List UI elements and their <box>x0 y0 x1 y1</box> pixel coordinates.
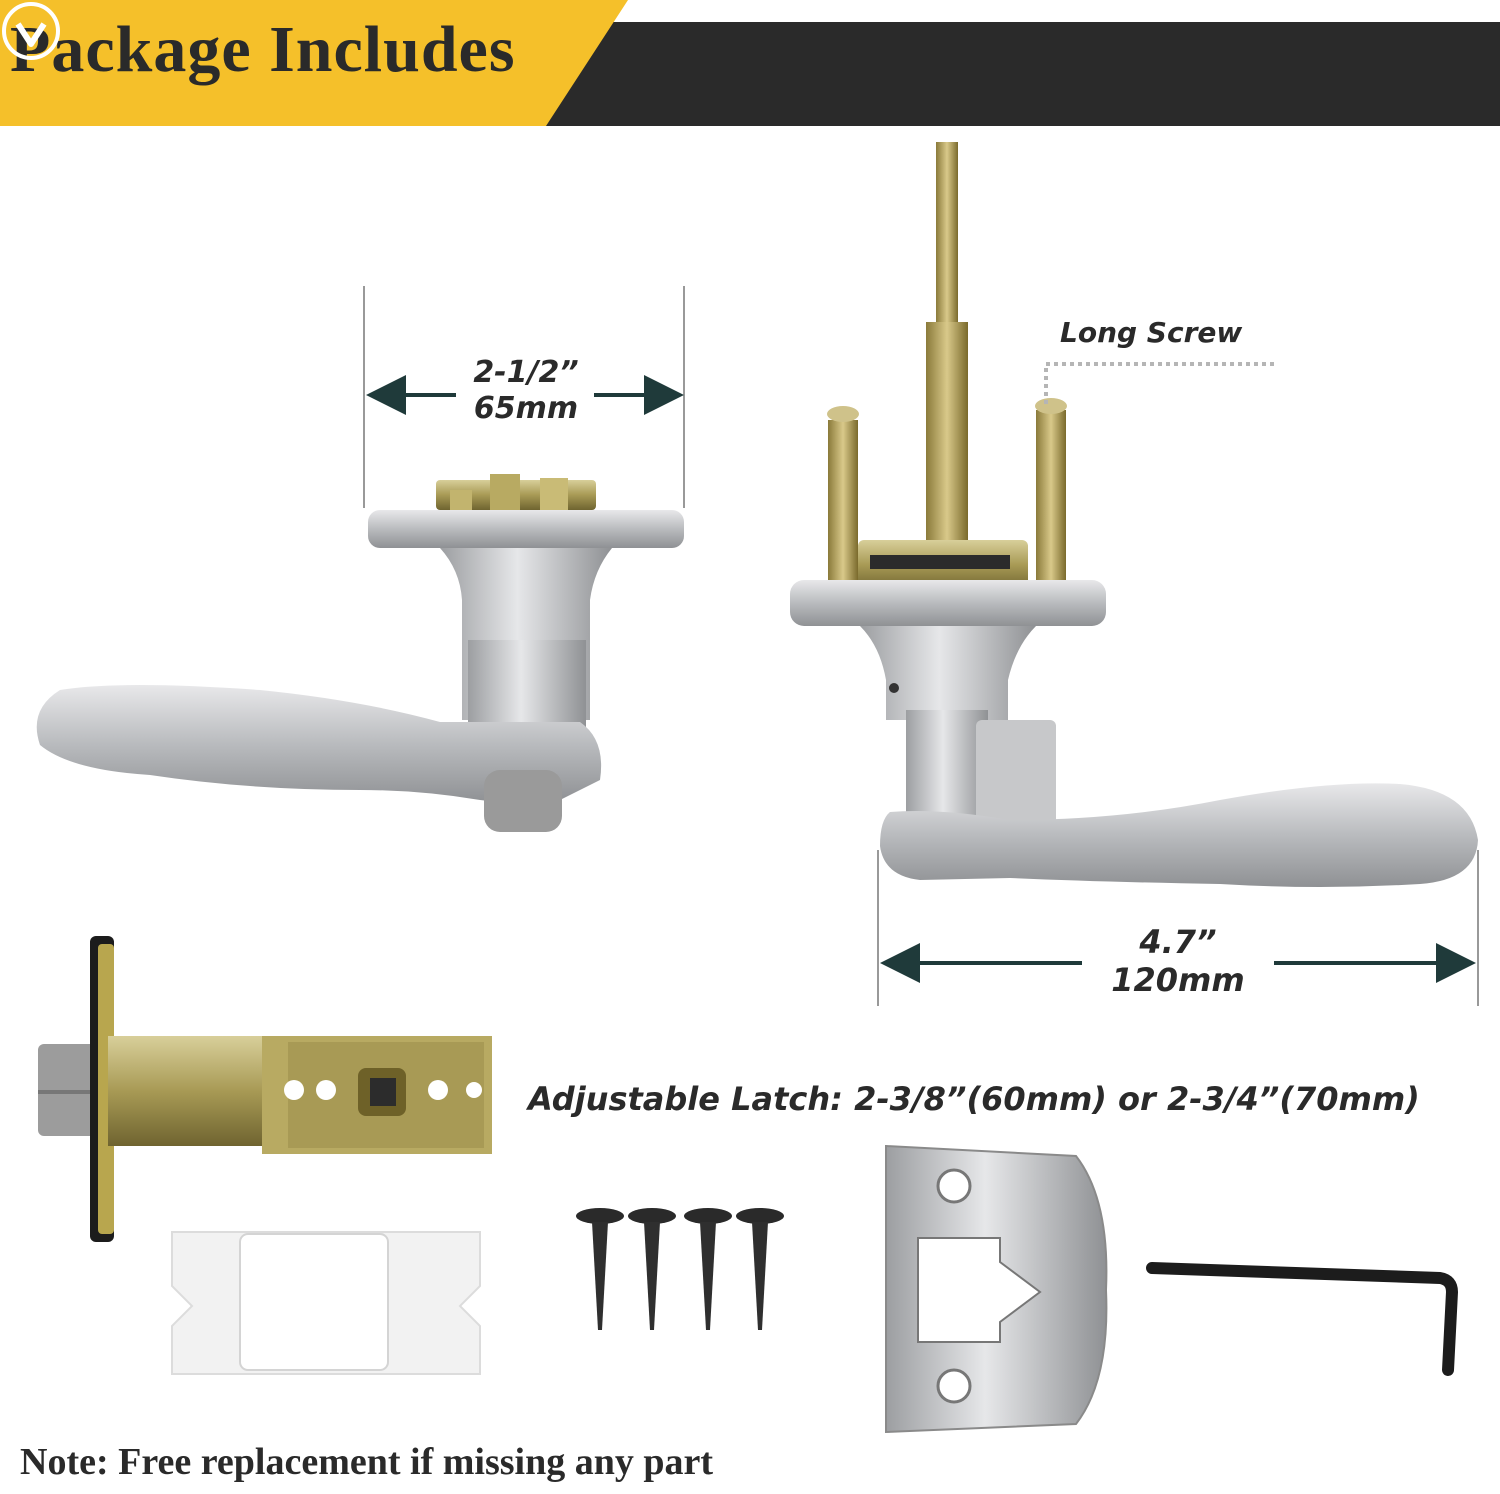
lever-length-metric: 120mm <box>1111 961 1245 999</box>
hex-key <box>1146 1262 1458 1376</box>
page-title: Package Includes <box>10 13 516 86</box>
footer-note: Note: Free replacement if missing any pa… <box>20 1441 713 1483</box>
chevron-down-circle-icon <box>2 2 60 60</box>
strike-plate <box>885 1144 1108 1434</box>
adjustable-latch-label: Adjustable Latch: 2-3/8”(60mm) or 2-3/4”… <box>528 1080 1420 1118</box>
lever-length-imperial: 4.7” <box>1139 923 1217 961</box>
banner-shape <box>0 0 1500 126</box>
passage-lever-left <box>36 286 685 832</box>
screws <box>576 1208 784 1330</box>
header-banner: Package Includes <box>0 0 1500 126</box>
passage-lever-right <box>790 142 1479 1006</box>
adjustable-latch <box>38 936 492 1242</box>
rose-width-metric: 65mm <box>473 391 579 426</box>
long-screw-label: Long Screw <box>1060 316 1243 349</box>
drive-in-adapter <box>171 1231 481 1375</box>
rose-width-imperial: 2-1/2” <box>473 355 579 390</box>
